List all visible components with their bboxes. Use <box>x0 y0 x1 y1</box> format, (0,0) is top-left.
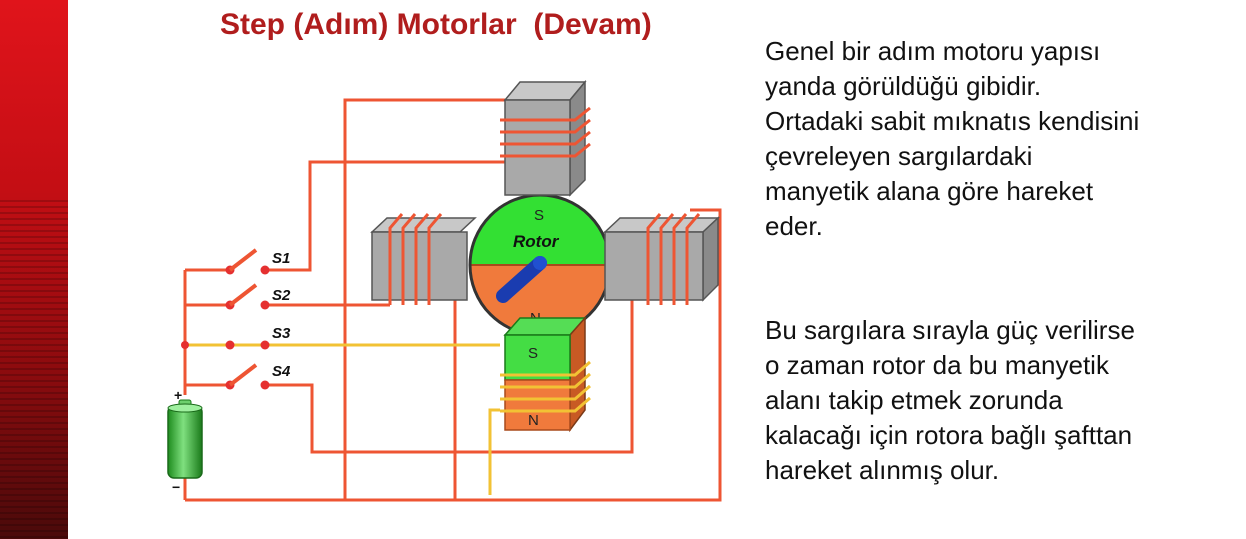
side-stripe <box>0 0 68 539</box>
p1-line-6: eder. <box>765 211 823 241</box>
stator-pole-s: S <box>528 345 538 362</box>
wires-yellow <box>185 343 500 495</box>
bottom-stator-pole <box>500 316 591 433</box>
p2-line-3: alanı takip etmek zorunda <box>765 385 1063 415</box>
battery-plus-label: + <box>174 387 182 403</box>
stator-pole-n: N <box>528 412 539 429</box>
right-stator-pole <box>603 213 720 305</box>
p1-line-2: yanda görüldüğü gibidir. <box>765 71 1042 101</box>
rotor-label: Rotor <box>513 232 560 251</box>
stepper-motor-diagram: Rotor S N <box>167 79 722 502</box>
slide-title: Step (Adım) Motorlar (Devam) <box>220 8 652 41</box>
switch-label-s3: S3 <box>272 325 291 342</box>
p2-line-5: hareket alınmış olur. <box>765 455 1000 485</box>
switch-s4[interactable] <box>225 363 270 390</box>
left-stator-pole <box>370 213 477 305</box>
p2-line-2: o zaman rotor da bu manyetik <box>765 350 1109 380</box>
bus-node <box>181 341 189 349</box>
switch-label-s2: S2 <box>272 287 291 304</box>
p2-line-1: Bu sargılara sırayla güç verilirse <box>765 315 1135 345</box>
switch-s2[interactable] <box>225 283 270 310</box>
paragraph-2: Bu sargılara sırayla güç verilirse o zam… <box>765 313 1135 488</box>
battery-icon <box>167 399 203 479</box>
battery-minus-label: − <box>172 479 180 495</box>
paragraph-1: Genel bir adım motoru yapısı yanda görül… <box>765 34 1139 244</box>
rotor-pole-s: S <box>534 207 544 224</box>
p1-line-3: Ortadaki sabit mıknatıs kendisini <box>765 106 1140 136</box>
switch-s3[interactable] <box>225 340 270 350</box>
p2-line-4: kalacağı için rotora bağlı şafttan <box>765 420 1133 450</box>
top-stator-pole <box>500 79 591 197</box>
switch-label-s4: S4 <box>272 363 291 380</box>
p1-line-4: çevreleyen sargılardaki <box>765 141 1033 171</box>
side-stripe-pattern <box>0 200 68 539</box>
p1-line-1: Genel bir adım motoru yapısı <box>765 36 1101 66</box>
p1-line-5: manyetik alana göre hareket <box>765 176 1094 206</box>
switch-s1[interactable] <box>225 248 270 275</box>
switch-label-s1: S1 <box>272 250 290 267</box>
